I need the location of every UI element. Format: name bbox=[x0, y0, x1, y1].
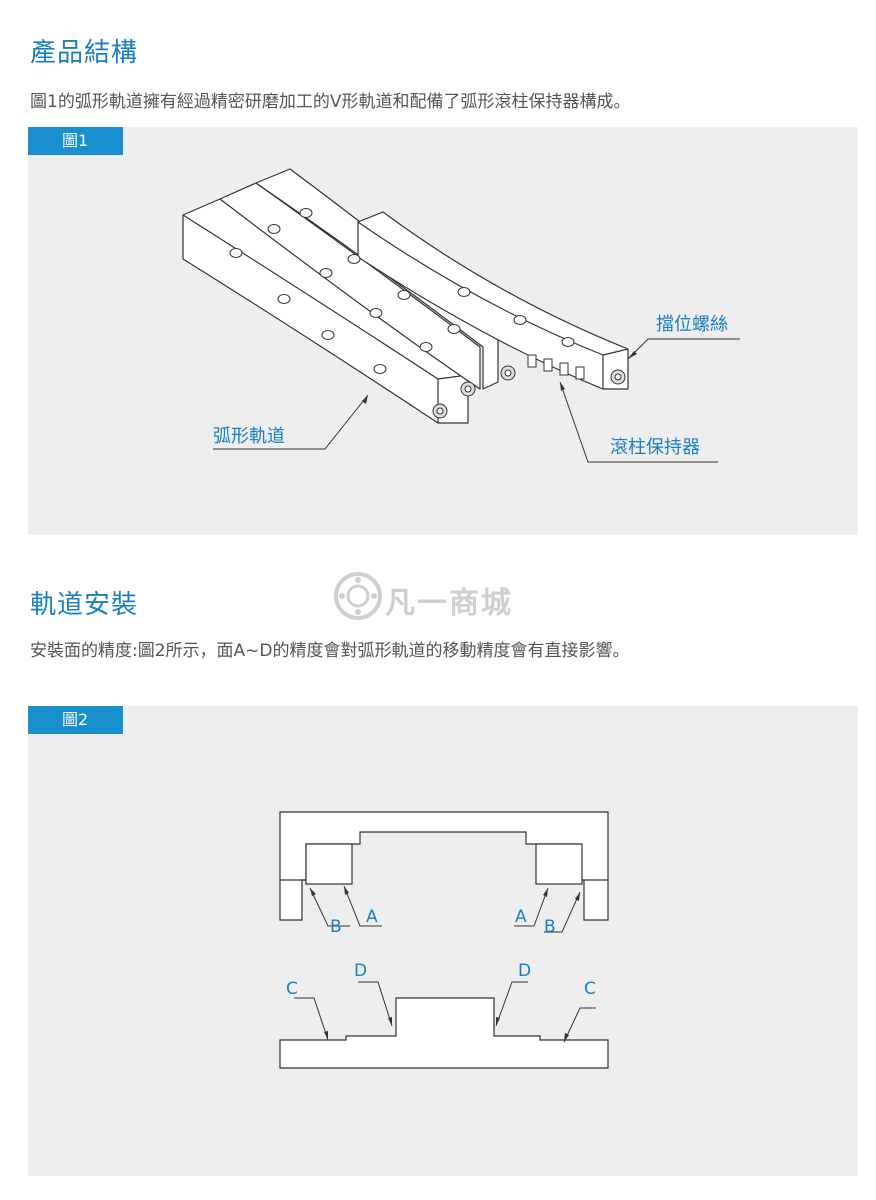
callout-b-left bbox=[309, 887, 350, 927]
callout-c-left bbox=[294, 997, 329, 1041]
callout-a-right bbox=[514, 887, 549, 927]
letter-a-right: A bbox=[515, 907, 527, 927]
letter-b-right: B bbox=[544, 917, 556, 937]
rail-installation-description: 安裝面的精度:圖2所示，面A~D的精度會對弧形軌道的移動精度會有直接影響。 bbox=[30, 641, 630, 661]
label-stop-screw: 擋位螺絲 bbox=[656, 314, 728, 335]
base-body bbox=[279, 997, 609, 1069]
callout-a-left bbox=[343, 885, 382, 927]
carriage-left-block bbox=[305, 843, 353, 885]
mounting-holes bbox=[229, 208, 575, 374]
label-roller-cage: 滾柱保持器 bbox=[610, 437, 700, 458]
arc-rail-back bbox=[255, 168, 499, 390]
figure-1-tag: 圖1 bbox=[28, 127, 123, 155]
callout-d-right bbox=[495, 981, 528, 1027]
section-title-product-structure: 產品結構 bbox=[30, 38, 139, 68]
carriage-right-block bbox=[535, 843, 583, 885]
letter-b-left: B bbox=[330, 917, 342, 937]
watermark: 凡一商城 bbox=[330, 568, 560, 628]
callout-line-arc-rail bbox=[213, 394, 369, 450]
figure-1-panel: 圖1 bbox=[28, 127, 858, 535]
letter-c-left: C bbox=[286, 979, 298, 999]
product-structure-description: 圖1的弧形軌道擁有經過精密研磨加工的V形軌道和配備了弧形滾柱保持器構成。 bbox=[30, 92, 631, 112]
figure-2-tag: 圖2 bbox=[28, 706, 123, 734]
figure-1-drawing: 擋位螺絲 弧形軌道 滾柱保持器 bbox=[182, 168, 740, 463]
letter-a-left: A bbox=[366, 907, 378, 927]
callout-line-stop-screw bbox=[627, 338, 740, 360]
letter-c-right: C bbox=[584, 979, 596, 999]
figure-2-panel: 圖2 bbox=[28, 706, 858, 1176]
callout-c-right bbox=[563, 1007, 596, 1043]
figure-2-drawing: B A A B C D D C bbox=[279, 811, 609, 1069]
callout-b-right bbox=[544, 891, 581, 933]
carriage-body bbox=[279, 811, 609, 921]
callout-line-roller-cage bbox=[559, 381, 718, 463]
watermark-bearing-icon bbox=[334, 572, 382, 620]
arc-rail-right bbox=[357, 211, 629, 390]
letter-d-left: D bbox=[354, 961, 367, 981]
callout-d-left bbox=[358, 981, 393, 1027]
label-arc-rail: 弧形軌道 bbox=[213, 426, 285, 447]
watermark-text: 凡一商城 bbox=[385, 586, 513, 621]
section-title-rail-installation: 軌道安裝 bbox=[30, 590, 139, 620]
letter-d-right: D bbox=[518, 961, 531, 981]
